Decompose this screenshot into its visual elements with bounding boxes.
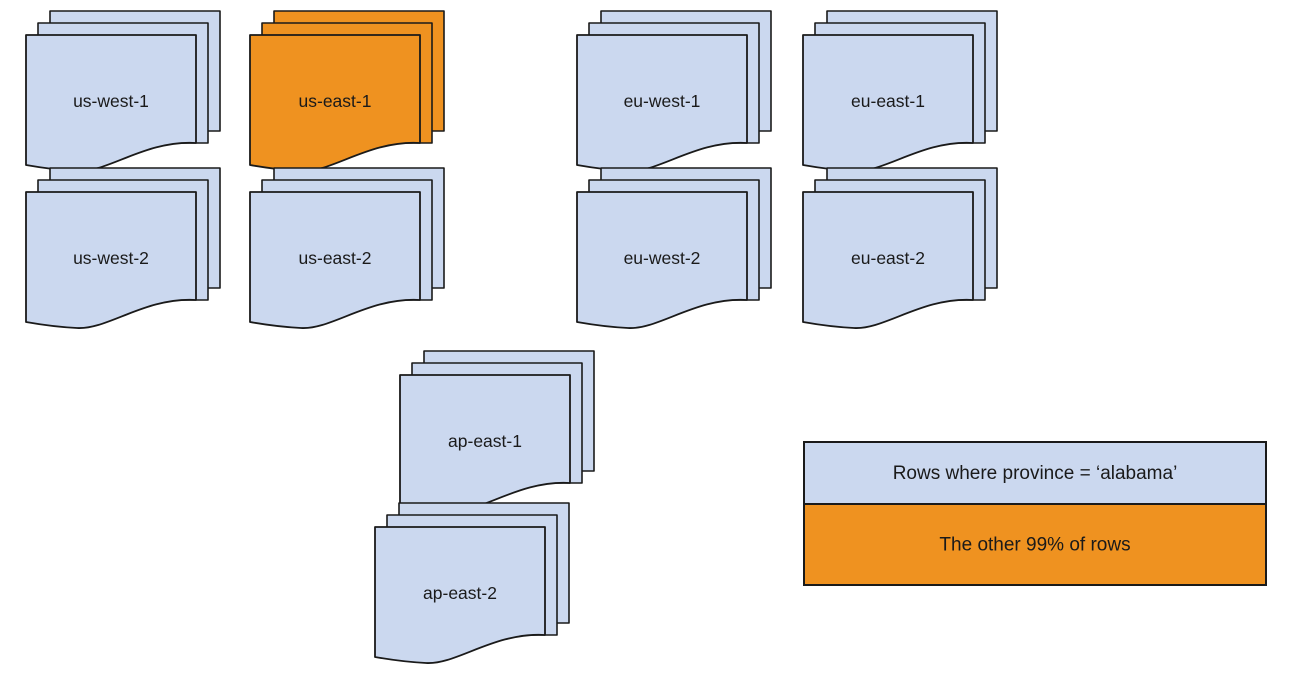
region-label: us-west-2 [73, 248, 149, 268]
region-label: us-east-2 [299, 248, 372, 268]
region-label: ap-east-2 [423, 583, 497, 603]
legend-row-alabama-rows: Rows where province = ‘alabama’ [803, 441, 1267, 505]
region-label: eu-west-2 [624, 248, 701, 268]
legend-swatch-alabama-rows [803, 441, 1267, 505]
region-stack-eu-west-1[interactable]: eu-west-1 [576, 10, 772, 172]
region-label: eu-east-2 [851, 248, 925, 268]
region-stack-us-east-1[interactable]: us-east-1 [249, 10, 445, 172]
region-stack-eu-west-2[interactable]: eu-west-2 [576, 167, 772, 329]
region-stack-us-east-2[interactable]: us-east-2 [249, 167, 445, 329]
legend-row-other-99-rows: The other 99% of rows [803, 503, 1267, 586]
region-label: eu-east-1 [851, 91, 925, 111]
stack-front-sheet [802, 191, 974, 329]
region-stack-ap-east-1[interactable]: ap-east-1 [399, 350, 595, 512]
legend-label-other-99-rows: The other 99% of rows [939, 535, 1130, 556]
region-label: us-west-1 [73, 91, 149, 111]
legend: Rows where province = ‘alabama’ The other… [803, 441, 1267, 586]
legend-swatch-other-99-rows [803, 503, 1267, 586]
region-stack-eu-east-2[interactable]: eu-east-2 [802, 167, 998, 329]
region-stack-eu-east-1[interactable]: eu-east-1 [802, 10, 998, 172]
region-label: eu-west-1 [624, 91, 701, 111]
region-stack-ap-east-2[interactable]: ap-east-2 [374, 502, 570, 664]
region-stack-us-west-1[interactable]: us-west-1 [25, 10, 221, 172]
region-label: ap-east-1 [448, 431, 522, 451]
region-nodes-layer: us-west-1 us-east-1 eu-west-1 eu-east-1 us-w… [25, 10, 998, 664]
stack-front-sheet [25, 191, 197, 329]
region-stack-us-west-2[interactable]: us-west-2 [25, 167, 221, 329]
stack-front-sheet [576, 191, 748, 329]
stack-front-sheet [374, 526, 546, 664]
region-label: us-east-1 [299, 91, 372, 111]
legend-label-alabama-rows: Rows where province = ‘alabama’ [893, 463, 1178, 484]
stack-front-sheet [249, 191, 421, 329]
